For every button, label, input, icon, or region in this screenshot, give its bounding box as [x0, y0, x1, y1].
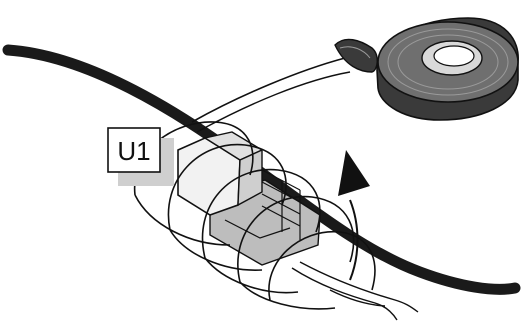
rotation-direction-arrow-icon [338, 150, 370, 281]
tape-roll-icon [334, 17, 519, 121]
loose-wire-ends [291, 261, 419, 321]
callout-label-text: U1 [117, 136, 150, 166]
black-cable [2, 44, 521, 295]
tape-strip [191, 57, 346, 123]
connector [177, 131, 321, 266]
tape-spiral-wraps [133, 121, 376, 310]
callout-label-u1: U1 [107, 127, 174, 186]
